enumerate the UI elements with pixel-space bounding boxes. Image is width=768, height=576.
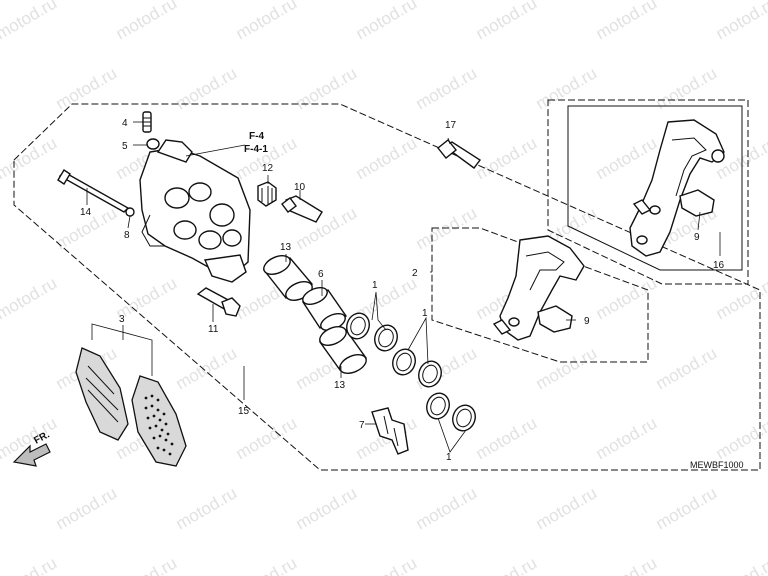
watermark-text: motod.ru [173, 483, 241, 533]
watermark-text: motod.ru [0, 0, 60, 43]
diagram-code: MEWBF1000 [690, 460, 744, 470]
piston-seal-set-upper [346, 312, 398, 352]
callout-retainer-lower: 9 [584, 316, 590, 327]
callout-pin-bolt: 10 [294, 182, 306, 193]
watermark-text: motod.ru [473, 0, 541, 43]
reference-f4: F-4 [249, 131, 264, 142]
caliper-piston-lower [318, 326, 368, 374]
callout-seal-set-middle: 1 [422, 308, 428, 319]
watermark-text: motod.ru [653, 343, 721, 393]
callout-seal-set-lower: 1 [446, 452, 452, 463]
callout-bracket-assembly: 2 [412, 268, 418, 279]
caliper-pin-bolt [281, 195, 323, 223]
watermark-text: motod.ru [173, 63, 241, 113]
reference-f4-1: F-4-1 [244, 144, 268, 155]
watermark-text: motod.ru [293, 483, 361, 533]
watermark-text: motod.ru [293, 63, 361, 113]
front-direction-arrow-icon [12, 443, 51, 467]
pad-spring [371, 407, 409, 455]
callout-piston-lower: 13 [334, 380, 346, 391]
watermark-text: motod.ru [53, 483, 121, 533]
callout-bleeder-cap: 5 [122, 141, 128, 152]
callout-caliper-assembly: 15 [238, 406, 250, 417]
pin-clip [125, 207, 135, 217]
callout-pad-spring: 7 [359, 420, 365, 431]
callout-inset-bracket: 16 [713, 260, 725, 271]
caliper-body [139, 139, 251, 283]
inset-bracket-inner-frame [567, 105, 743, 271]
watermark-text: motod.ru [593, 413, 661, 463]
watermark-text: motod.ru [533, 343, 601, 393]
inset-bracket-boundary [547, 99, 749, 285]
callout-mounting-bolt: 17 [445, 120, 457, 131]
pad-retainer-lower [537, 305, 573, 333]
watermark-text: motod.ru [473, 413, 541, 463]
watermark-text: motod.ru [173, 343, 241, 393]
watermark-text: motod.ru [233, 413, 301, 463]
watermark-text: motod.ru [353, 133, 421, 183]
watermark-text: motod.ru [353, 0, 421, 43]
pad-friction-pattern [144, 394, 174, 456]
watermark-text: motod.ru [713, 0, 768, 43]
watermark-text: motod.ru [0, 553, 60, 576]
inset-caliper-bracket [629, 119, 725, 257]
watermark-text: motod.ru [413, 483, 481, 533]
watermark-text: motod.ru [413, 63, 481, 113]
watermark-text: motod.ru [533, 483, 601, 533]
callout-pin-plug: 12 [262, 163, 274, 174]
watermark-text: motod.ru [233, 133, 301, 183]
watermark-text: motod.ru [473, 133, 541, 183]
slide-pin [196, 287, 241, 317]
caliper-assembly-boundary [13, 103, 761, 471]
callout-piston-small: 6 [318, 269, 324, 280]
callout-pad-pin: 14 [80, 207, 92, 218]
bleeder-screw [142, 111, 152, 133]
watermark-text: motod.ru [233, 553, 301, 576]
callout-pin-clip: 8 [124, 230, 130, 241]
watermark-text: motod.ru [653, 483, 721, 533]
bracket-assembly-boundary [431, 227, 649, 363]
pin-plug [257, 181, 277, 207]
watermark-text: motod.ru [353, 553, 421, 576]
callout-brake-pads: 3 [119, 314, 125, 325]
pad-retainer-upper [679, 189, 715, 217]
bleeder-cap [146, 138, 160, 150]
watermark-text: motod.ru [593, 0, 661, 43]
caliper-piston-small [301, 287, 348, 331]
brake-pad-right [131, 375, 187, 467]
watermark-text: motod.ru [0, 273, 60, 323]
watermark-text: motod.ru [233, 0, 301, 43]
watermark-text: motod.ru [113, 0, 181, 43]
brake-pad-left [75, 347, 129, 441]
watermark-text: motod.ru [53, 63, 121, 113]
piston-seal-set-lower [426, 392, 476, 432]
watermark-text: motod.ru [713, 553, 768, 576]
callout-seal-set-upper: 1 [372, 280, 378, 291]
watermark-text: motod.ru [593, 133, 661, 183]
leader-lines [86, 121, 721, 453]
watermark-text: motod.ru [473, 553, 541, 576]
watermark-text: motod.ru [0, 133, 60, 183]
bracket-mounting-bolt [437, 139, 482, 169]
callout-bleeder: 4 [122, 118, 128, 129]
callout-retainer-upper: 9 [694, 232, 700, 243]
callout-slide-pin: 11 [208, 324, 219, 335]
watermark-text: motod.ru [593, 273, 661, 323]
callout-piston-upper: 13 [280, 242, 292, 253]
watermark-text: motod.ru [113, 553, 181, 576]
watermark-text: motod.ru [593, 553, 661, 576]
